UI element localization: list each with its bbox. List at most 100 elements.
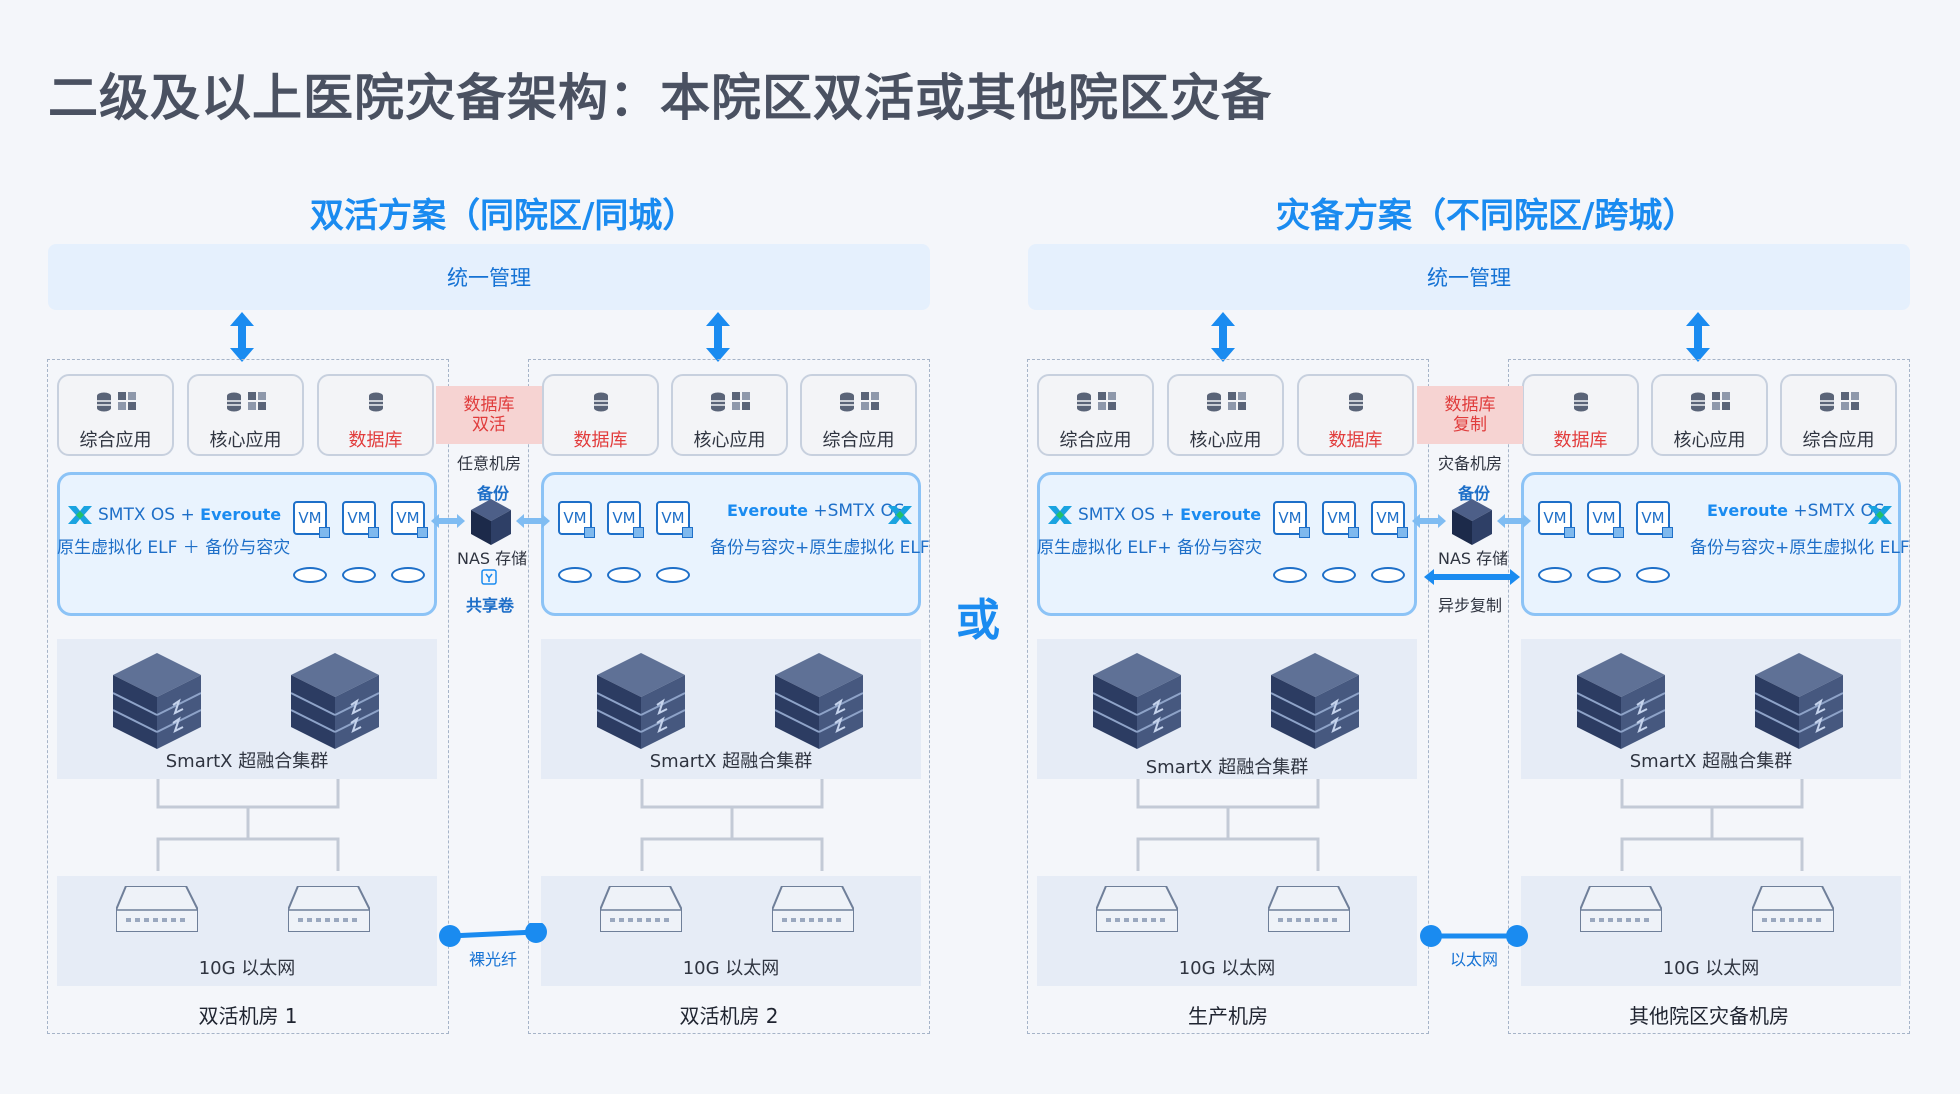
app-label: 数据库 bbox=[573, 430, 628, 451]
any-site-label: 任意机房 bbox=[457, 454, 522, 473]
room-label: 生产机房 bbox=[1188, 1004, 1268, 1028]
app-card-general[interactable]: 综合应用 bbox=[1037, 374, 1154, 456]
server-icon bbox=[1093, 653, 1181, 749]
database-icon bbox=[95, 391, 136, 413]
vm-icon: VM bbox=[293, 501, 330, 538]
app-label: 数据库 bbox=[1328, 430, 1383, 451]
nas-cube-icon bbox=[1452, 499, 1492, 545]
vm-icon: VM bbox=[391, 501, 428, 538]
everoute-label: Everoute bbox=[200, 505, 282, 524]
room-label: 双活机房 1 bbox=[198, 1004, 298, 1028]
disk-icon bbox=[391, 567, 425, 583]
smartx-logo-icon bbox=[1868, 506, 1892, 524]
virtualization-caption: 原生虚拟化 ELF+ 备份与容灾 bbox=[1037, 538, 1263, 558]
app-card-database[interactable]: 数据库 bbox=[542, 374, 659, 456]
bidirectional-arrow-icon bbox=[1211, 312, 1235, 362]
vm-icon: VM bbox=[342, 501, 379, 538]
ethernet-switches: 10G 以太网 bbox=[1037, 876, 1417, 986]
switch-icon bbox=[1268, 886, 1350, 932]
app-label: 核心应用 bbox=[209, 430, 282, 451]
hci-cluster: SmartX 超融合集群 bbox=[1521, 639, 1901, 779]
dual-active-room-1: 综合应用 核心应用 数据库 SMTX OS + Everoute 原生虚拟化 E… bbox=[47, 359, 449, 1034]
app-label: 综合应用 bbox=[1059, 430, 1132, 451]
async-replication-arrow-icon bbox=[1424, 569, 1520, 585]
nas-storage-label: NAS 存储 bbox=[457, 549, 528, 568]
virtualization-panel: VM VM VM Everoute +SMTX OS 备份与容灾+原生虚拟化 E… bbox=[1521, 472, 1910, 616]
app-card-database[interactable]: 数据库 bbox=[317, 374, 434, 456]
app-label: 核心应用 bbox=[1189, 430, 1262, 451]
server-icon bbox=[597, 653, 685, 749]
vm-icon: VM bbox=[1371, 501, 1408, 538]
cluster-label: SmartX 超融合集群 bbox=[165, 751, 329, 772]
share-volume-icon bbox=[481, 569, 497, 585]
app-label: 核心应用 bbox=[1673, 430, 1746, 451]
db-tag-line: 复制 bbox=[1453, 415, 1487, 435]
app-card-general[interactable]: 综合应用 bbox=[1780, 374, 1897, 456]
dual-active-plan-title: 双活方案（同院区/同城） bbox=[310, 196, 697, 236]
app-card-general[interactable]: 综合应用 bbox=[800, 374, 917, 456]
disk-icon bbox=[1636, 567, 1670, 583]
disk-icon bbox=[607, 567, 641, 583]
or-label: 或 bbox=[956, 595, 1000, 646]
disk-icon bbox=[558, 567, 592, 583]
disk-icon bbox=[656, 567, 690, 583]
vm-icon: VM bbox=[1538, 501, 1575, 538]
app-label: 数据库 bbox=[348, 430, 403, 451]
dr-site-label: 灾备机房 bbox=[1438, 454, 1503, 473]
disk-icon bbox=[293, 567, 327, 583]
network-tree-lines bbox=[156, 779, 340, 871]
app-card-database[interactable]: 数据库 bbox=[1297, 374, 1414, 456]
vm-icon: VM bbox=[1587, 501, 1624, 538]
switch-icon bbox=[1752, 886, 1834, 932]
everoute-label: Everoute bbox=[727, 501, 808, 520]
app-card-general[interactable]: 综合应用 bbox=[57, 374, 174, 456]
ethernet-link-label: 以太网 bbox=[1450, 950, 1499, 969]
smtx-os-label: SMTX OS bbox=[1807, 501, 1885, 521]
shared-volume-label: 共享卷 bbox=[466, 596, 515, 615]
smartx-logo-icon bbox=[888, 506, 912, 524]
production-room: 综合应用 核心应用 数据库 SMTX OS + Everoute 原生虚拟化 E… bbox=[1027, 359, 1429, 1034]
backup-label: 备份 bbox=[477, 484, 510, 503]
network-label: 10G 以太网 bbox=[1178, 958, 1276, 979]
app-label: 数据库 bbox=[1553, 430, 1608, 451]
app-label: 综合应用 bbox=[1802, 430, 1875, 451]
app-card-core[interactable]: 核心应用 bbox=[671, 374, 788, 456]
database-icon bbox=[1818, 391, 1859, 413]
app-label: 综合应用 bbox=[79, 430, 152, 451]
smartx-logo-icon bbox=[1048, 506, 1072, 524]
switch-icon bbox=[600, 886, 682, 932]
disk-icon bbox=[1273, 567, 1307, 583]
vm-icon: VM bbox=[1273, 501, 1310, 538]
vm-icon: VM bbox=[607, 501, 644, 538]
virtualization-panel: SMTX OS + Everoute 原生虚拟化 ELF ＋ 备份与容灾 VM … bbox=[57, 472, 437, 616]
app-card-core[interactable]: 核心应用 bbox=[1651, 374, 1768, 456]
app-label: 核心应用 bbox=[693, 430, 766, 451]
plus-label: + bbox=[180, 505, 195, 525]
ethernet-switches: 10G 以太网 bbox=[541, 876, 921, 986]
vm-icon: VM bbox=[558, 501, 595, 538]
cluster-label: SmartX 超融合集群 bbox=[1629, 751, 1793, 772]
bidirectional-arrow-icon bbox=[1412, 514, 1446, 528]
app-card-core[interactable]: 核心应用 bbox=[187, 374, 304, 456]
bidirectional-arrow-icon bbox=[516, 514, 550, 528]
disk-icon bbox=[342, 567, 376, 583]
database-icon bbox=[1689, 391, 1730, 413]
unified-management-bar[interactable]: 统一管理 bbox=[1028, 244, 1910, 310]
ethernet-switches: 10G 以太网 bbox=[57, 876, 437, 986]
smtx-os-label: SMTX OS bbox=[98, 505, 176, 525]
vm-icon: VM bbox=[1322, 501, 1359, 538]
app-card-core[interactable]: 核心应用 bbox=[1167, 374, 1284, 456]
bidirectional-arrow-icon bbox=[706, 312, 730, 362]
hci-cluster: SmartX 超融合集群 bbox=[1037, 639, 1417, 779]
network-label: 10G 以太网 bbox=[198, 958, 296, 979]
bidirectional-arrow-icon bbox=[431, 514, 465, 528]
plus-label: + bbox=[1793, 501, 1808, 521]
unified-management-bar[interactable]: 统一管理 bbox=[48, 244, 930, 310]
plus-label: + bbox=[1160, 505, 1175, 525]
database-icon bbox=[367, 391, 384, 413]
fiber-link bbox=[439, 923, 547, 947]
smtx-os-label: SMTX OS bbox=[827, 501, 905, 521]
app-card-database[interactable]: 数据库 bbox=[1522, 374, 1639, 456]
virtualization-caption: 备份与容灾+原生虚拟化 ELF bbox=[1690, 538, 1910, 558]
db-tag-line: 双活 bbox=[472, 415, 506, 435]
